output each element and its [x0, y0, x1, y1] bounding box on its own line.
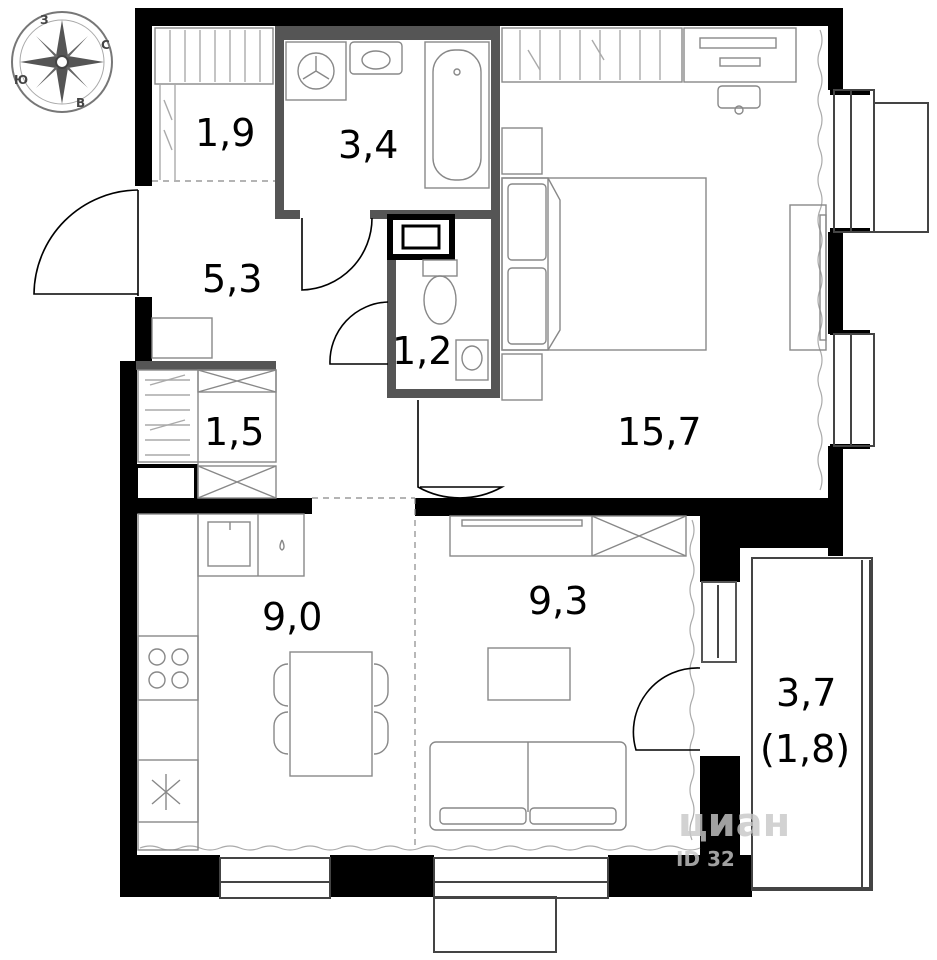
- watermark-brand: циан: [678, 800, 790, 846]
- outer-walls: [120, 8, 870, 897]
- compass-south-label: Ю: [14, 73, 28, 87]
- storage-top-area: 1,9: [195, 111, 255, 155]
- toilet-door: [329, 301, 389, 365]
- area-labels: 1,9 3,4 5,3 1,2 1,5 15,7 9,0 9,3 3,7 (1,…: [195, 111, 850, 771]
- bedroom-area: 15,7: [617, 410, 702, 454]
- doors: [33, 189, 701, 751]
- balcony-reduced-area: (1,8): [760, 727, 850, 771]
- hall-area: 5,3: [202, 257, 262, 301]
- watermark-id: ID 32: [676, 847, 735, 871]
- bedroom-door: [417, 400, 506, 499]
- compass-north-label: С: [101, 38, 110, 52]
- kitchen-area: 9,0: [262, 595, 322, 639]
- windows: [219, 89, 929, 953]
- compass-west-label: З: [40, 13, 49, 27]
- furniture: [137, 27, 827, 851]
- zone-lines: [152, 180, 416, 850]
- wardrobe-area: 1,5: [204, 410, 264, 454]
- balcony-area: 3,7: [776, 671, 836, 715]
- vent-shaft: [387, 214, 455, 260]
- bathroom-area: 3,4: [338, 123, 398, 167]
- window-sills: [139, 29, 823, 851]
- compass-icon: С В Ю З: [11, 11, 113, 113]
- toilet-area: 1,2: [392, 329, 452, 373]
- bathroom-door: [301, 217, 373, 291]
- living-area: 9,3: [528, 579, 588, 623]
- compass-east-label: В: [76, 96, 85, 110]
- balcony-door: [632, 667, 701, 751]
- watermark: циан ID 32: [676, 800, 790, 871]
